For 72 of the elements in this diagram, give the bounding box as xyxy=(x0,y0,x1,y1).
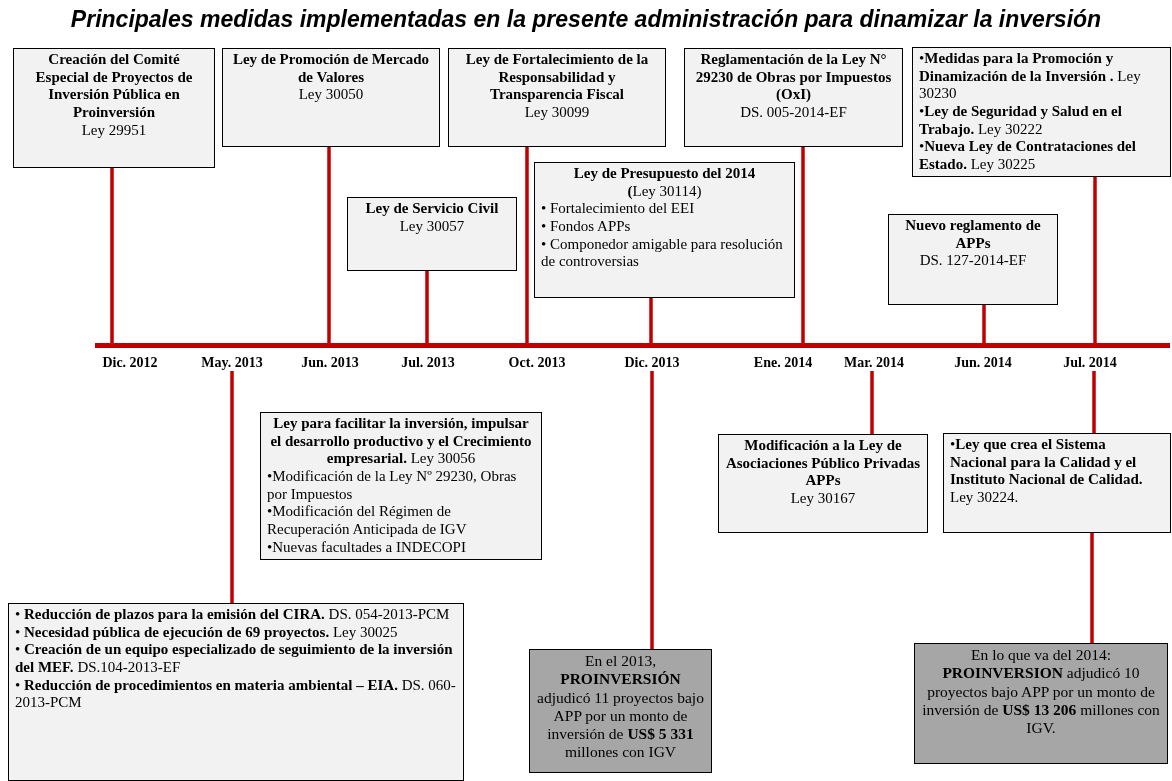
summary-box xyxy=(529,649,712,773)
measure-box xyxy=(534,162,795,298)
box-heading: •Ley que crea el Sistema Nacional para la Calidad y el Instituto Nacional de Calidad. Ley 30224. xyxy=(950,436,1144,507)
box-text: • Creación de un equipo especializado de seguimiento de la inversión del MEF. DS.104-2013-EF xyxy=(15,641,454,677)
measure-box xyxy=(718,434,928,533)
box-heading: Reglamentación de la Ley N° 29230 de Obras por Impuestos (OxI) xyxy=(694,51,893,105)
box-text: •Modificación de la Ley Nº 29230, Obras por Impuestos xyxy=(267,468,518,504)
box-heading: Ley de Promoción de Mercado de Valores xyxy=(231,51,431,87)
connector-line xyxy=(1090,533,1094,643)
measure-box xyxy=(222,48,440,147)
box-text: Ley 30057 xyxy=(398,217,466,236)
box-heading: Creación del Comité Especial de Proyectos de Inversión Pública en Proinversión xyxy=(34,51,194,122)
box-text: •Nuevas facultades a INDECOPI xyxy=(267,538,467,557)
connector-line xyxy=(525,147,529,343)
box-text: •Ley de Seguridad y Salud en el Trabajo. Ley 30222 xyxy=(919,103,1123,139)
measure-box xyxy=(347,197,517,271)
date-label: Dic. 2013 xyxy=(612,355,692,371)
box-text: • Componedor amigable para resolución de controversias xyxy=(541,235,784,272)
date-label: Jul. 2014 xyxy=(1050,355,1130,371)
connector-line xyxy=(801,147,805,343)
connector-line xyxy=(1092,371,1096,433)
box-text: Ley 29951 xyxy=(80,121,148,140)
measure-box xyxy=(448,48,666,147)
connector-line xyxy=(425,271,429,343)
measure-box xyxy=(684,48,903,147)
measure-box xyxy=(8,603,464,781)
box-text: • Fortalecimiento del EEI xyxy=(541,200,696,219)
connector-line xyxy=(649,298,653,343)
date-label: Ene. 2014 xyxy=(752,355,814,371)
measure-box xyxy=(13,48,215,168)
date-label: May. 2013 xyxy=(192,355,272,371)
title: Principales medidas implementadas en la presente administración para dinamizar la inversión xyxy=(69,6,1103,33)
connector-line xyxy=(650,371,654,649)
measure-box xyxy=(943,433,1171,533)
box-heading: En el 2013, PROINVERSIÓN adjudicó 11 proyectos bajo APP por un monto de inversión de US$ 5 331 millones con IGV xyxy=(536,652,705,762)
connector-line xyxy=(230,371,234,603)
date-label: Dic. 2012 xyxy=(101,355,159,371)
connector-line xyxy=(1093,176,1097,343)
connector-line xyxy=(982,305,986,343)
date-label: Mar. 2014 xyxy=(832,355,916,371)
box-heading: Ley para facilitar la inversión, impulsar el desarrollo productivo y el Crecimiento empresarial. Ley 30056 xyxy=(269,415,533,469)
box-text: •Nueva Ley de Contrataciones del Estado. Ley 30225 xyxy=(919,138,1137,174)
box-text: • Fondos APPs xyxy=(541,218,632,236)
box-heading: • Reducción de plazos para la emisión del CIRA. DS. 054-2013-PCM xyxy=(15,606,451,624)
box-heading: •Medidas para la Promoción y Dinamización de la Inversión . Ley 30230 xyxy=(919,50,1142,104)
box-text: Ley 30099 xyxy=(523,104,591,122)
box-heading: Ley de Presupuesto del 2014 xyxy=(572,165,757,183)
connector-line xyxy=(327,147,331,343)
measure-box xyxy=(260,412,542,560)
box-text: •Modificación del Régimen de Recuperación Anticipada de IGV xyxy=(267,503,468,539)
box-text: Ley 30167 xyxy=(789,490,857,508)
box-text: Ley 30050 xyxy=(297,86,365,105)
connector-line xyxy=(870,371,874,434)
date-label: Jun. 2013 xyxy=(300,355,360,371)
measure-box xyxy=(912,47,1171,177)
box-text: (Ley 30114) xyxy=(626,182,703,201)
box-heading: Modificación a la Ley de Asociaciones Público Privadas APPs xyxy=(725,437,921,491)
box-heading: Nuevo reglamento de APPs xyxy=(904,217,1042,253)
date-label: Jul. 2013 xyxy=(400,355,456,371)
box-text: • Necesidad pública de ejecución de 69 proyectos. Ley 30025 xyxy=(15,623,399,642)
box-text: • Reducción de procedimientos en materia ambiental – EIA. DS. 060-2013-PCM xyxy=(15,676,457,713)
date-label: Jun. 2014 xyxy=(953,355,1013,371)
box-text: DS. 005-2014-EF xyxy=(739,104,848,122)
measure-box xyxy=(888,214,1058,305)
connector-line xyxy=(110,168,114,343)
box-text: DS. 127-2014-EF xyxy=(918,252,1028,271)
box-heading: Ley de Fortalecimiento de la Responsabilidad y Transparencia Fiscal xyxy=(464,51,650,105)
box-heading: Ley de Servicio Civil xyxy=(364,200,500,218)
summary-box xyxy=(914,643,1168,764)
box-heading: En lo que va del 2014: PROINVERSION adjudicó 10 proyectos bajo APP por un monto de inversión de US$ 13 206 millones con IGV. xyxy=(921,646,1161,738)
date-label: Oct. 2013 xyxy=(507,355,567,371)
timeline-axis xyxy=(95,343,1170,348)
